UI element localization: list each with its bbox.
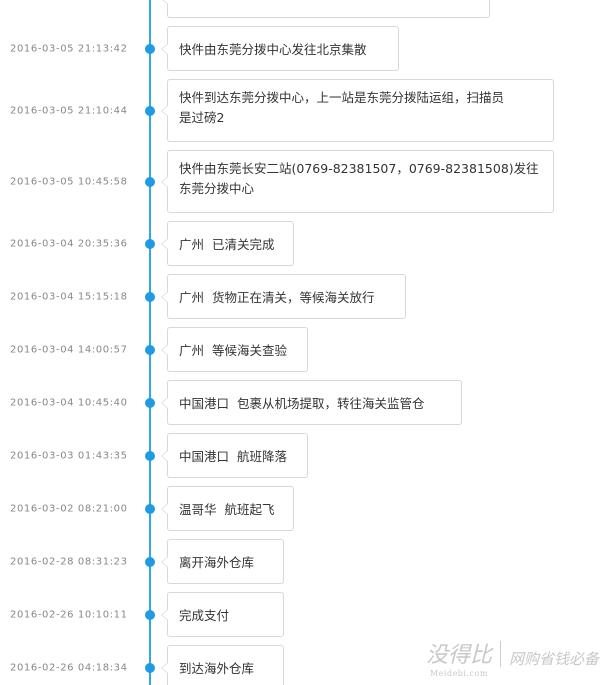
timeline-dot <box>145 176 155 187</box>
entry-text: 中国港口 航班降落 <box>179 449 287 464</box>
entry-text: 完成支付 <box>179 608 230 623</box>
site-watermark: 没得比 Meidebi.com 网购省钱必备 <box>425 641 599 678</box>
timeline-dot <box>145 556 155 567</box>
timeline-entry: 2016-02-26 10:10:11 完成支付 <box>0 592 605 637</box>
timeline-entry: 2016-03-04 14:00:57 广州 等候海关查验 <box>0 327 605 372</box>
entry-text: 温哥华 航班起飞 <box>179 502 275 517</box>
timeline-entry: 2016-03-05 21:10:44 快件到达东莞分拨中心，上一站是东莞分拨陆… <box>0 79 605 142</box>
timeline-dot <box>145 503 155 514</box>
entry-time: 2016-02-26 10:10:11 <box>10 609 128 620</box>
entry-time: 2016-02-26 04:18:34 <box>10 662 128 673</box>
entry-time: 2016-03-04 10:45:40 <box>10 397 128 408</box>
entry-time: 2016-03-05 21:10:44 <box>10 105 128 116</box>
timeline-line <box>149 0 151 685</box>
timeline-dot <box>145 609 155 620</box>
timeline-dot <box>145 662 155 673</box>
timeline-entry: 2016-03-03 01:43:35 中国港口 航班降落 <box>0 433 605 478</box>
entry-time: 2016-03-04 20:35:36 <box>10 238 128 249</box>
entry-bubble: 广州 货物正在清关，等候海关放行 <box>161 274 406 319</box>
timeline-dot <box>145 344 155 355</box>
watermark-slogan: 网购省钱必备 <box>508 650 599 668</box>
timeline-entry: 2016-03-04 10:45:40 中国港口 包裹从机场提取，转往海关监管仓 <box>0 380 605 425</box>
entry-bubble: 广州 已清关完成 <box>161 221 294 266</box>
entry-time: 2016-03-04 15:15:18 <box>10 291 128 302</box>
entry-text: 离开海外仓库 <box>179 555 255 570</box>
entry-time: 2016-03-02 08:21:00 <box>10 503 128 514</box>
entry-bubble: 快件由东莞分拨中心发往北京集散 <box>161 26 399 71</box>
entry-bubble: 到达海外仓库 <box>161 645 284 685</box>
entry-bubble: 离开海外仓库 <box>161 539 284 584</box>
timeline-entry: 2016-03-02 08:21:00 温哥华 航班起飞 <box>0 486 605 531</box>
timeline-entry: 2016-02-26 04:18:34 到达海外仓库 <box>0 645 605 685</box>
entry-bubble: 快件由东莞长安二站(0769-82381507，0769-82381508)发往… <box>161 150 554 213</box>
timeline-dot <box>145 450 155 461</box>
timeline-dot <box>145 238 155 249</box>
timeline-entry: 2016-03-05 21:13:42 快件由东莞分拨中心发往北京集散 <box>0 26 605 71</box>
timeline-dot <box>145 105 155 116</box>
previous-entry-bubble <box>161 0 490 18</box>
entry-time: 2016-03-03 01:43:35 <box>10 450 128 461</box>
entry-bubble: 中国港口 包裹从机场提取，转往海关监管仓 <box>161 380 462 425</box>
entry-bubble: 快件到达东莞分拨中心，上一站是东莞分拨陆运组，扫描员 是过磅2 <box>161 79 554 142</box>
timeline-entry: 2016-03-05 10:45:58 快件由东莞长安二站(0769-82381… <box>0 150 605 213</box>
timeline-entry: 2016-03-04 20:35:36 广州 已清关完成 <box>0 221 605 266</box>
timeline-dot <box>145 43 155 54</box>
timeline-entry: 2016-03-04 15:15:18 广州 货物正在清关，等候海关放行 <box>0 274 605 319</box>
watermark-domain: Meidebi.com <box>429 669 488 678</box>
entry-bubble: 完成支付 <box>161 592 284 637</box>
entry-time: 2016-03-05 10:45:58 <box>10 176 128 187</box>
entry-time: 2016-03-05 21:13:42 <box>10 43 128 54</box>
watermark-divider <box>499 641 501 667</box>
entry-text: 中国港口 包裹从机场提取，转往海关监管仓 <box>179 396 425 411</box>
entry-text: 广州 货物正在清关，等候海关放行 <box>179 290 375 305</box>
timeline-entry: 2016-02-28 08:31:23 离开海外仓库 <box>0 539 605 584</box>
entry-text: 广州 已清关完成 <box>179 237 275 252</box>
entry-text: 快件到达东莞分拨中心，上一站是东莞分拨陆运组，扫描员 是过磅2 <box>179 90 505 125</box>
entry-text: 到达海外仓库 <box>179 661 255 676</box>
entry-bubble: 温哥华 航班起飞 <box>161 486 294 531</box>
timeline-dot <box>145 397 155 408</box>
entry-time: 2016-03-04 14:00:57 <box>10 344 128 355</box>
entry-text: 快件由东莞长安二站(0769-82381507，0769-82381508)发往… <box>179 161 539 196</box>
watermark-logo: 没得比 <box>425 643 492 668</box>
timeline-dot <box>145 291 155 302</box>
entry-text: 快件由东莞分拨中心发往北京集散 <box>179 42 367 57</box>
entry-text: 广州 等候海关查验 <box>179 343 287 358</box>
entry-bubble: 广州 等候海关查验 <box>161 327 308 372</box>
entry-time: 2016-02-28 08:31:23 <box>10 556 128 567</box>
entry-bubble: 中国港口 航班降落 <box>161 433 308 478</box>
